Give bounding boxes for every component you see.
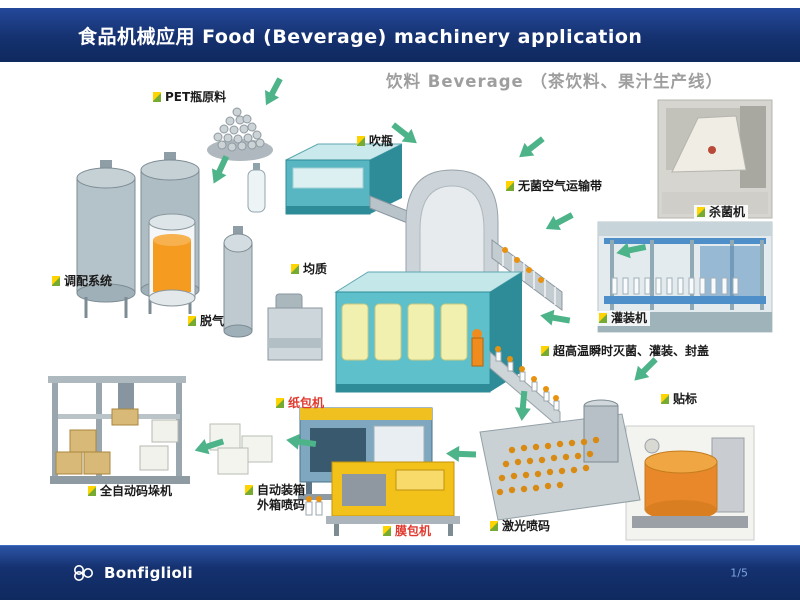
- label-text: 杀菌机: [709, 205, 746, 219]
- brand-name: Bonfiglioli: [104, 564, 193, 582]
- label-filling-machine: 灌装机: [596, 311, 651, 326]
- flow-arrow-icon: [388, 118, 422, 150]
- bonfiglioli-logo-icon: [74, 565, 93, 581]
- pet-bottle-graphic: [247, 163, 266, 213]
- label-text: 均质: [303, 262, 328, 276]
- label-text: PET瓶原料: [165, 90, 227, 104]
- label-degassing: 脱气: [188, 314, 224, 329]
- palletizer-graphic: [48, 376, 190, 484]
- homogenizer-graphic: [267, 293, 323, 361]
- bullet-marker-icon: [599, 313, 607, 323]
- label-film-wrapper: 膜包机: [383, 524, 431, 539]
- bullet-marker-icon: [276, 398, 284, 408]
- diagram-subtitle: 饮料 Beverage （茶饮料、果汁生产线）: [386, 72, 723, 91]
- bullet-marker-icon: [541, 346, 549, 356]
- flow-arrow-icon: [258, 75, 288, 109]
- label-sterilizer: 杀菌机: [694, 205, 749, 220]
- blending-tanks-graphic: [76, 152, 200, 318]
- bullet-marker-icon: [245, 485, 253, 495]
- label-homogenizer: 均质: [291, 262, 327, 277]
- label-blending-system: 调配系统: [52, 274, 112, 289]
- pet-preforms-pile-graphic: [207, 107, 273, 161]
- slide-header: 食品机械应用 Food (Beverage) machinery applica…: [0, 8, 800, 62]
- flow-arrow-icon: [538, 307, 572, 329]
- label-blow-molding: 吹瓶: [357, 134, 393, 149]
- carton-boxes-graphic: [209, 423, 273, 475]
- label-laser-coding: 激光喷码: [490, 519, 550, 534]
- flow-arrow-icon: [285, 431, 317, 453]
- label-paper-packer: 纸包机: [276, 396, 324, 411]
- bullet-marker-icon: [661, 394, 669, 404]
- bullet-marker-icon: [357, 136, 365, 146]
- flow-arrow-icon: [445, 445, 477, 463]
- label-text: 贴标: [673, 392, 698, 406]
- flow-arrow-icon: [514, 132, 548, 164]
- page-number: 1/5: [730, 566, 748, 580]
- labeler-photo: [625, 425, 755, 541]
- bullet-marker-icon: [88, 486, 96, 496]
- label-uht-filling-capping: 超高温瞬时灭菌、灌装、封盖: [541, 344, 709, 359]
- label-text: 灌装机: [611, 311, 648, 325]
- bullet-marker-icon: [153, 92, 161, 102]
- flow-arrow-icon: [513, 390, 533, 422]
- label-text: 脱气: [200, 314, 225, 328]
- sterilizer-photo: [657, 99, 773, 219]
- flow-arrow-icon: [542, 207, 576, 237]
- bullet-marker-icon: [697, 207, 705, 217]
- page-title: 食品机械应用 Food (Beverage) machinery applica…: [78, 25, 643, 48]
- label-text: 超高温瞬时灭菌、灌装、封盖: [553, 344, 710, 358]
- bullet-marker-icon: [383, 526, 391, 536]
- flow-arrow-icon: [614, 239, 648, 261]
- label-text: 激光喷码: [502, 519, 551, 533]
- brand-logo: Bonfiglioli: [72, 564, 193, 582]
- bullet-marker-icon: [52, 276, 60, 286]
- bullet-marker-icon: [490, 521, 498, 531]
- label-pet-material: PET瓶原料: [153, 90, 226, 105]
- rinsing-tunnel-graphic: [398, 169, 506, 314]
- bullet-marker-icon: [506, 181, 514, 191]
- label-text: 膜包机: [395, 524, 432, 538]
- label-sterile-air-conveyor: 无菌空气运输带: [506, 179, 602, 194]
- bullet-marker-icon: [291, 264, 299, 274]
- flow-arrow-icon: [192, 433, 226, 459]
- label-text: 调配系统: [64, 274, 113, 288]
- flow-arrows: [192, 75, 662, 463]
- label-text: 纸包机: [288, 396, 325, 410]
- degasser-column-graphic: [223, 226, 253, 338]
- label-auto-boxing-coding: 自动装箱 外箱喷码: [245, 483, 305, 513]
- blow-molding-machine-graphic: [285, 143, 411, 225]
- uht-filling-machine-graphic: [334, 271, 524, 393]
- label-text: 吹瓶: [369, 134, 394, 148]
- label-text: 无菌空气运输带: [518, 179, 603, 193]
- label-text: 自动装箱 外箱喷码: [257, 483, 306, 512]
- laser-coder-conveyor-graphic: [479, 399, 641, 521]
- paper-packer-graphic: [298, 407, 438, 500]
- bullet-marker-icon: [188, 316, 196, 326]
- label-labeling: 贴标: [661, 392, 697, 407]
- label-text: 全自动码垛机: [100, 484, 173, 498]
- label-palletizer: 全自动码垛机: [88, 484, 172, 499]
- slide-footer: Bonfiglioli 1/5: [0, 545, 800, 600]
- flow-arrow-icon: [206, 153, 234, 187]
- sterile-air-conveyor-graphic: [491, 239, 563, 311]
